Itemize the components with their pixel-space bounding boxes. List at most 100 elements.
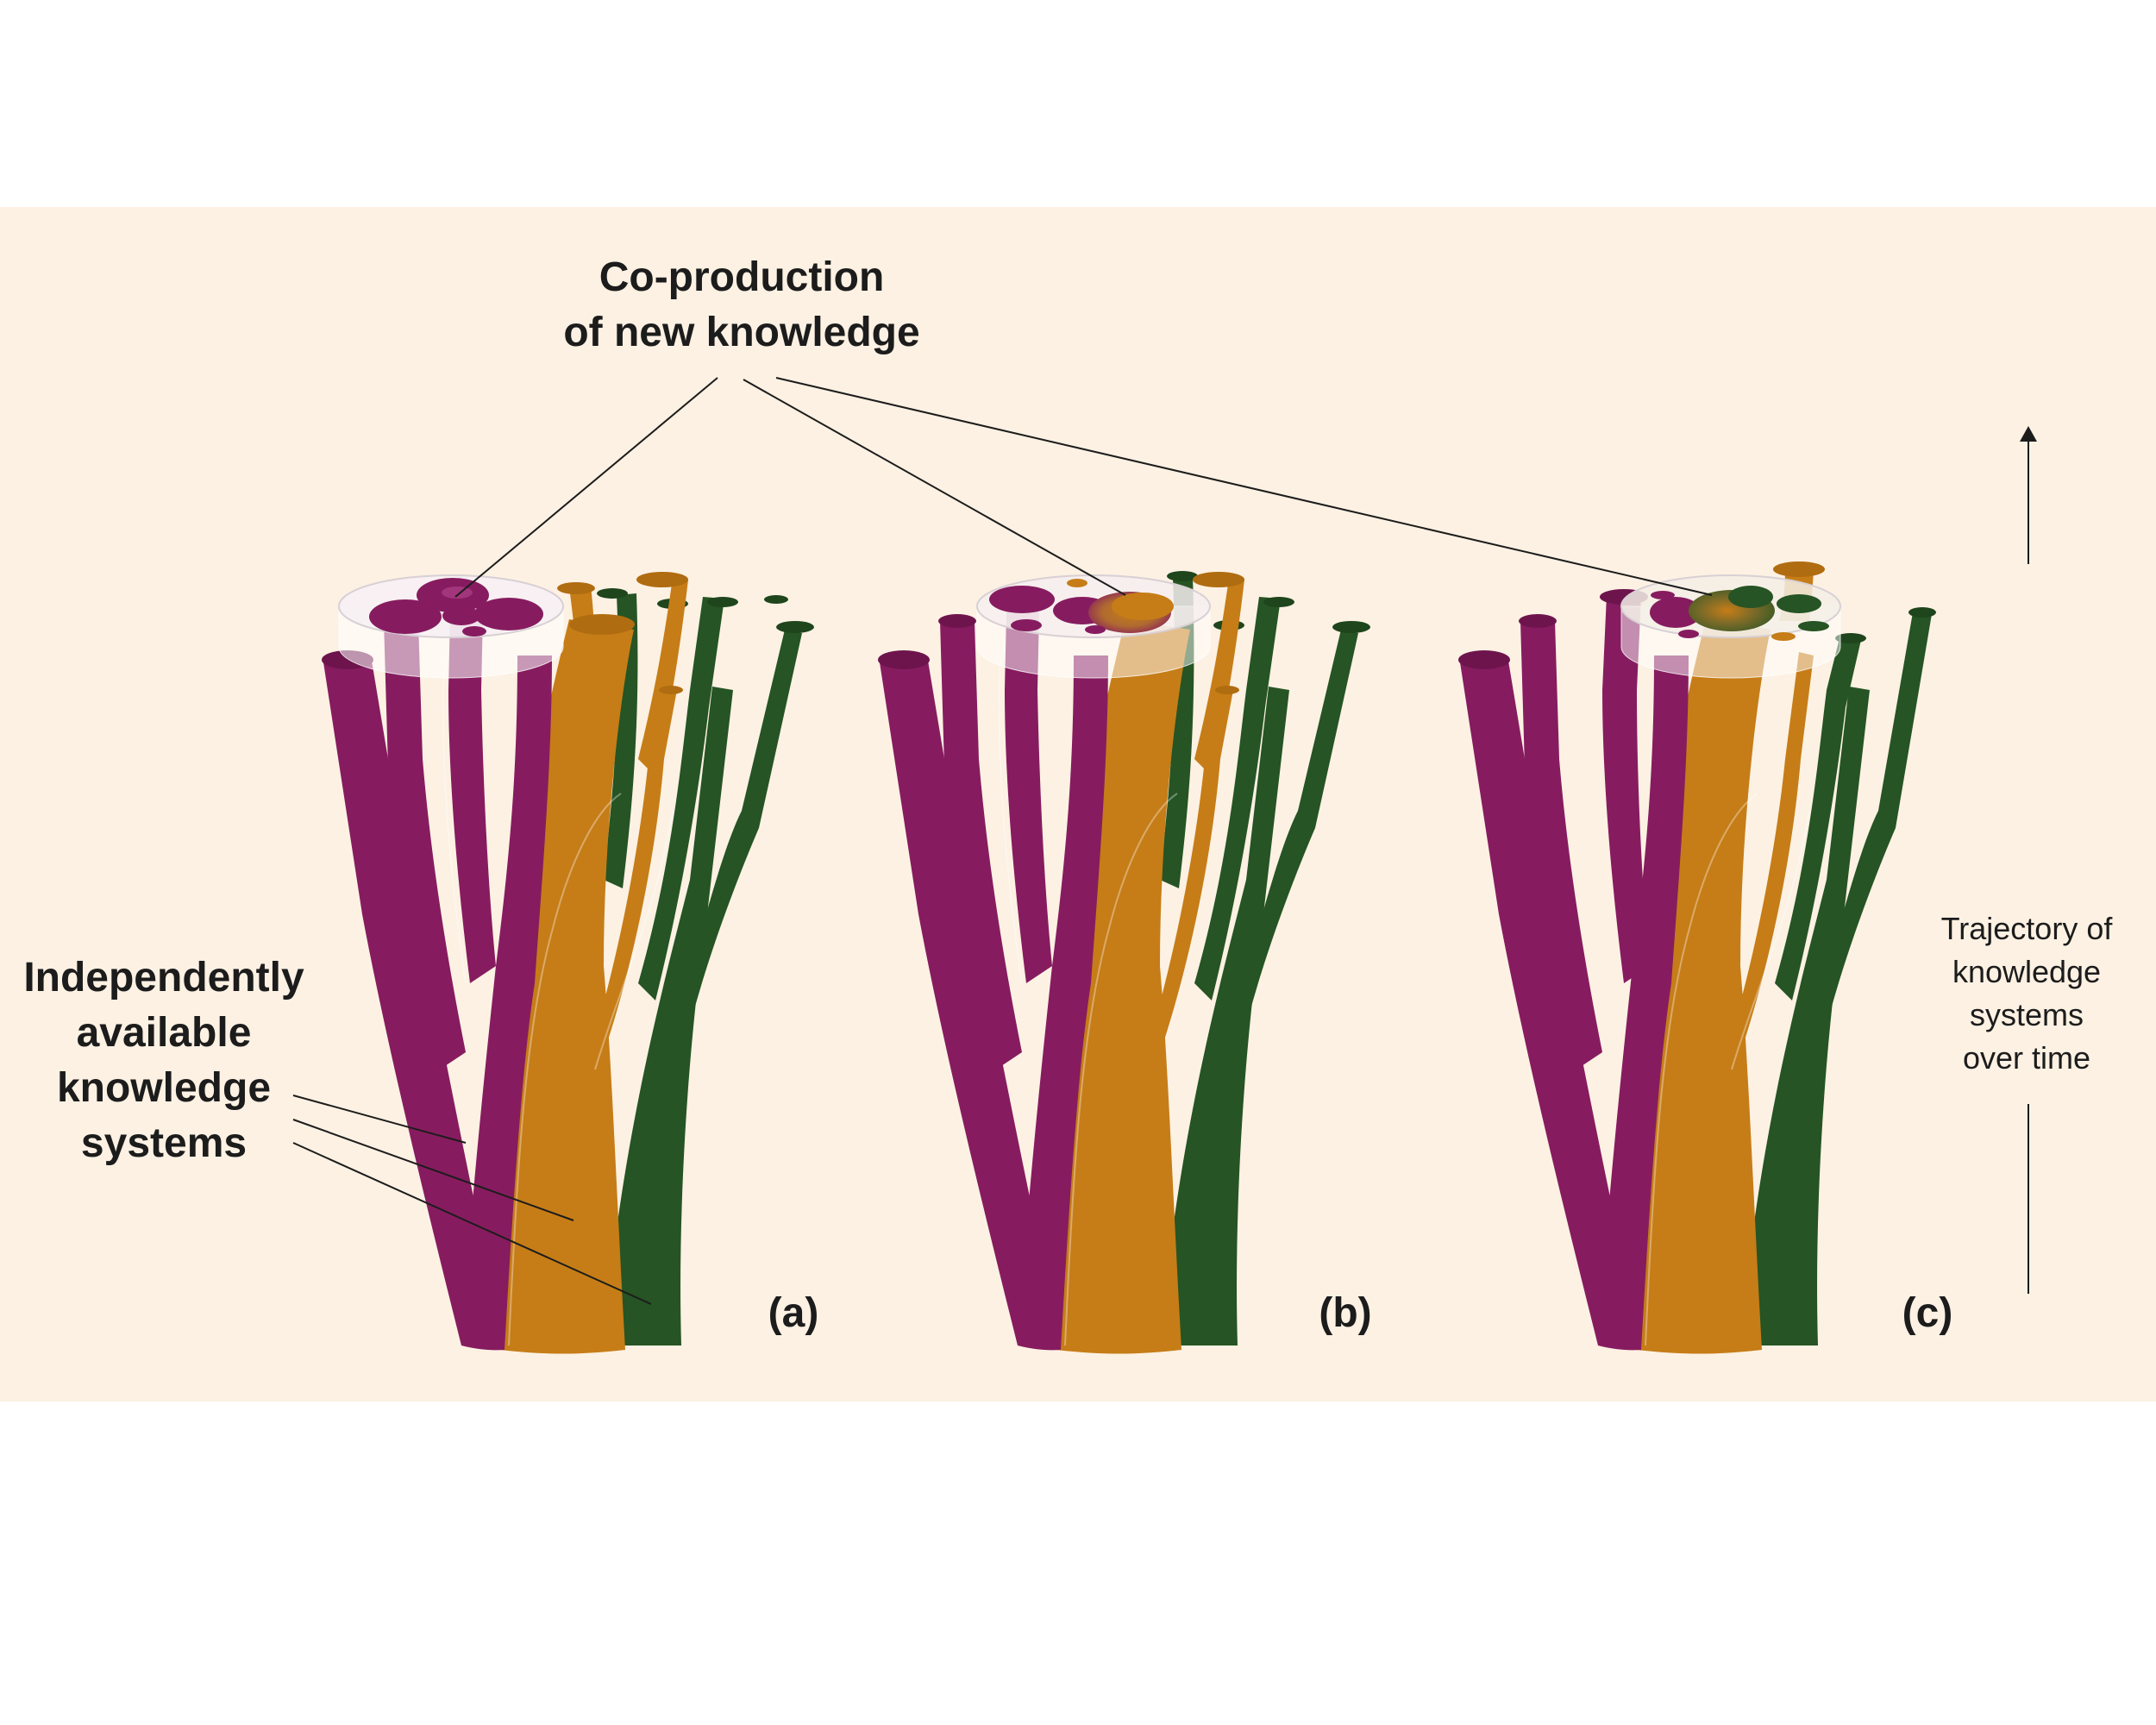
highlight-line [594,810,674,1070]
disc-spot [462,626,486,637]
strand-top [569,614,635,635]
highlight-line [442,655,467,984]
strand-top [597,588,628,599]
green-strand [604,687,733,1346]
strand-top [1332,621,1370,633]
independent-systems-label-line: available [76,1010,252,1056]
bundle-b [878,571,1370,1354]
purple-strand [940,621,1022,1070]
disc-spot [474,598,543,630]
purple-strand [1018,656,1108,1351]
disc-spot [369,599,442,634]
strand-top [1908,607,1936,618]
orange-strand [1723,652,1814,1078]
green-strand [604,593,638,888]
green-strand [1194,597,1281,1000]
strand-top [878,650,930,669]
purple-strand [1520,621,1602,1070]
green-strand [1160,687,1289,1346]
strand-top [557,582,595,594]
figure-panel: Co-production of new knowledge Independe… [0,207,2156,1402]
purple-strand [1005,612,1052,983]
strand-top [1193,572,1244,587]
independent-systems-label-line: knowledge [56,1065,272,1111]
highlight-line [1064,793,1178,1346]
strand-top [1835,633,1866,643]
purple-strand [880,656,1039,1346]
strand-top [636,572,688,587]
arrowhead-icon [2020,426,2037,442]
strand-top [938,614,976,628]
bundle-a [322,572,814,1354]
orange-strand [586,687,677,1078]
disc-spot [1678,630,1699,638]
leader-line [454,377,718,598]
disc-spot [1085,625,1106,634]
disc-spot [1728,586,1773,608]
strand-top [1167,571,1198,581]
knowledge-bundles-diagram [292,377,2037,1354]
independent-systems-label-line: Independently [23,955,304,1000]
independent-systems-label-line: systems [80,1120,248,1166]
purple-strand [384,621,466,1070]
independent-systems-label: Independently available knowledge system… [0,950,328,1171]
disc-spot [1112,593,1174,620]
orange-strand [638,578,688,776]
green-strand [1212,630,1358,1104]
strand-top [776,621,814,633]
disc-spot [1771,632,1796,641]
purple-strand [1460,656,1620,1346]
coproduction-label-line: Co-production [599,254,885,300]
trajectory-label-line: over time [1962,1040,2091,1076]
disc-spot [1777,594,1821,613]
panel-label-a: (a) [768,1290,819,1336]
strand-top [764,595,788,604]
disc-spot [989,586,1055,613]
leader-line [292,1119,574,1221]
strand-top [1519,614,1557,628]
highlight-line [998,655,1023,984]
strand-top [707,597,738,607]
green-strand [1775,638,1861,1000]
disc-spot [1651,591,1675,599]
disc-spot [1650,597,1702,628]
leader-line [292,1142,652,1305]
strand-top [659,686,683,694]
bundle-c [1458,561,1936,1354]
coproduction-disc [338,574,564,679]
orange-strand [1143,687,1233,1078]
panel-label-b: (b) [1319,1290,1372,1336]
trajectory-label: Trajectory of knowledge systems over tim… [1923,907,2130,1080]
disc-spot [442,606,480,625]
green-strand [1792,612,1932,1104]
strand-top [1773,561,1825,577]
disc-spot [1067,579,1087,587]
disc-spot [442,586,473,599]
disc-spot [1798,621,1829,631]
trajectory-label-line: Trajectory of [1940,911,2113,946]
highlight-line [1731,810,1810,1070]
strand-top [1215,686,1239,694]
green-strand [1740,687,1870,1346]
orange-strand [569,586,595,690]
purple-strand [1602,595,1650,983]
coproduction-label-line: of new knowledge [563,310,920,355]
panel-label-c: (c) [1902,1290,1953,1336]
green-strand [638,597,724,1000]
orange-strand [1194,578,1244,776]
coproduction-disc [1620,574,1841,679]
trajectory-label-line: knowledge [1952,954,2102,989]
purple-strand [461,656,552,1351]
leader-line [292,1095,467,1144]
trajectory-label-line: systems [1969,997,2084,1032]
strand-top [1263,597,1294,607]
coproduction-label: Co-production of new knowledge [483,250,1000,361]
strand-top [1458,650,1510,669]
coproduction-disc [976,574,1211,679]
leader-line [743,379,1126,596]
green-strand [655,630,802,1104]
purple-strand [448,612,496,983]
purple-strand [1598,656,1689,1351]
leader-line [775,377,1713,596]
highlight-line [1645,793,1758,1346]
